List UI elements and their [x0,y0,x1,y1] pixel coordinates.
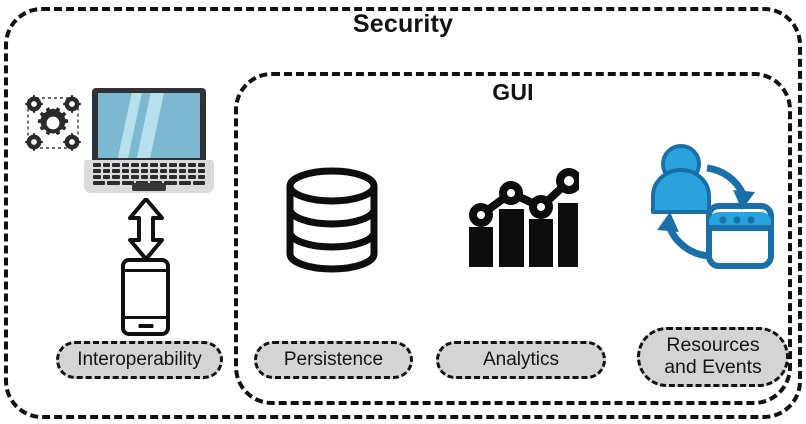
laptop-lid [92,88,206,162]
laptop-icon [84,88,214,193]
phone-speaker [125,269,166,272]
laptop-keyboard [93,163,205,185]
chart-nodes [469,168,582,227]
gears-config-icon [22,92,84,154]
keyboard-row [93,163,205,167]
resources-label-line1: Resources [666,334,760,357]
node-label-resources-and-events[interactable]: Resources and Events [637,327,789,387]
chart-bars [469,203,578,267]
laptop-screen [98,93,200,158]
node-label-persistence[interactable]: Persistence [254,341,413,379]
browser-window-icon [706,203,774,269]
gui-container [234,72,792,405]
cycle-arrow-heads [657,190,755,232]
smartphone-icon [121,258,170,336]
database-icon [278,166,386,274]
laptop-trackpad [132,183,166,191]
node-label-analytics[interactable]: Analytics [436,341,606,379]
security-container [4,7,802,419]
phone-divider [125,316,166,319]
phone-home-button [138,324,153,328]
double-arrow-icon [124,197,168,261]
node-label-interoperability[interactable]: Interoperability [56,341,223,379]
keyboard-row [93,169,205,173]
security-title: Security [352,10,454,38]
keyboard-row [93,175,205,179]
gui-title: GUI [492,79,534,105]
resources-events-icon [645,140,777,272]
chart-trend-line [478,178,572,219]
resources-label-line2: and Events [664,356,762,378]
bar-chart-line-icon [461,165,582,273]
laptop-base [84,160,214,193]
user-icon [651,144,711,214]
